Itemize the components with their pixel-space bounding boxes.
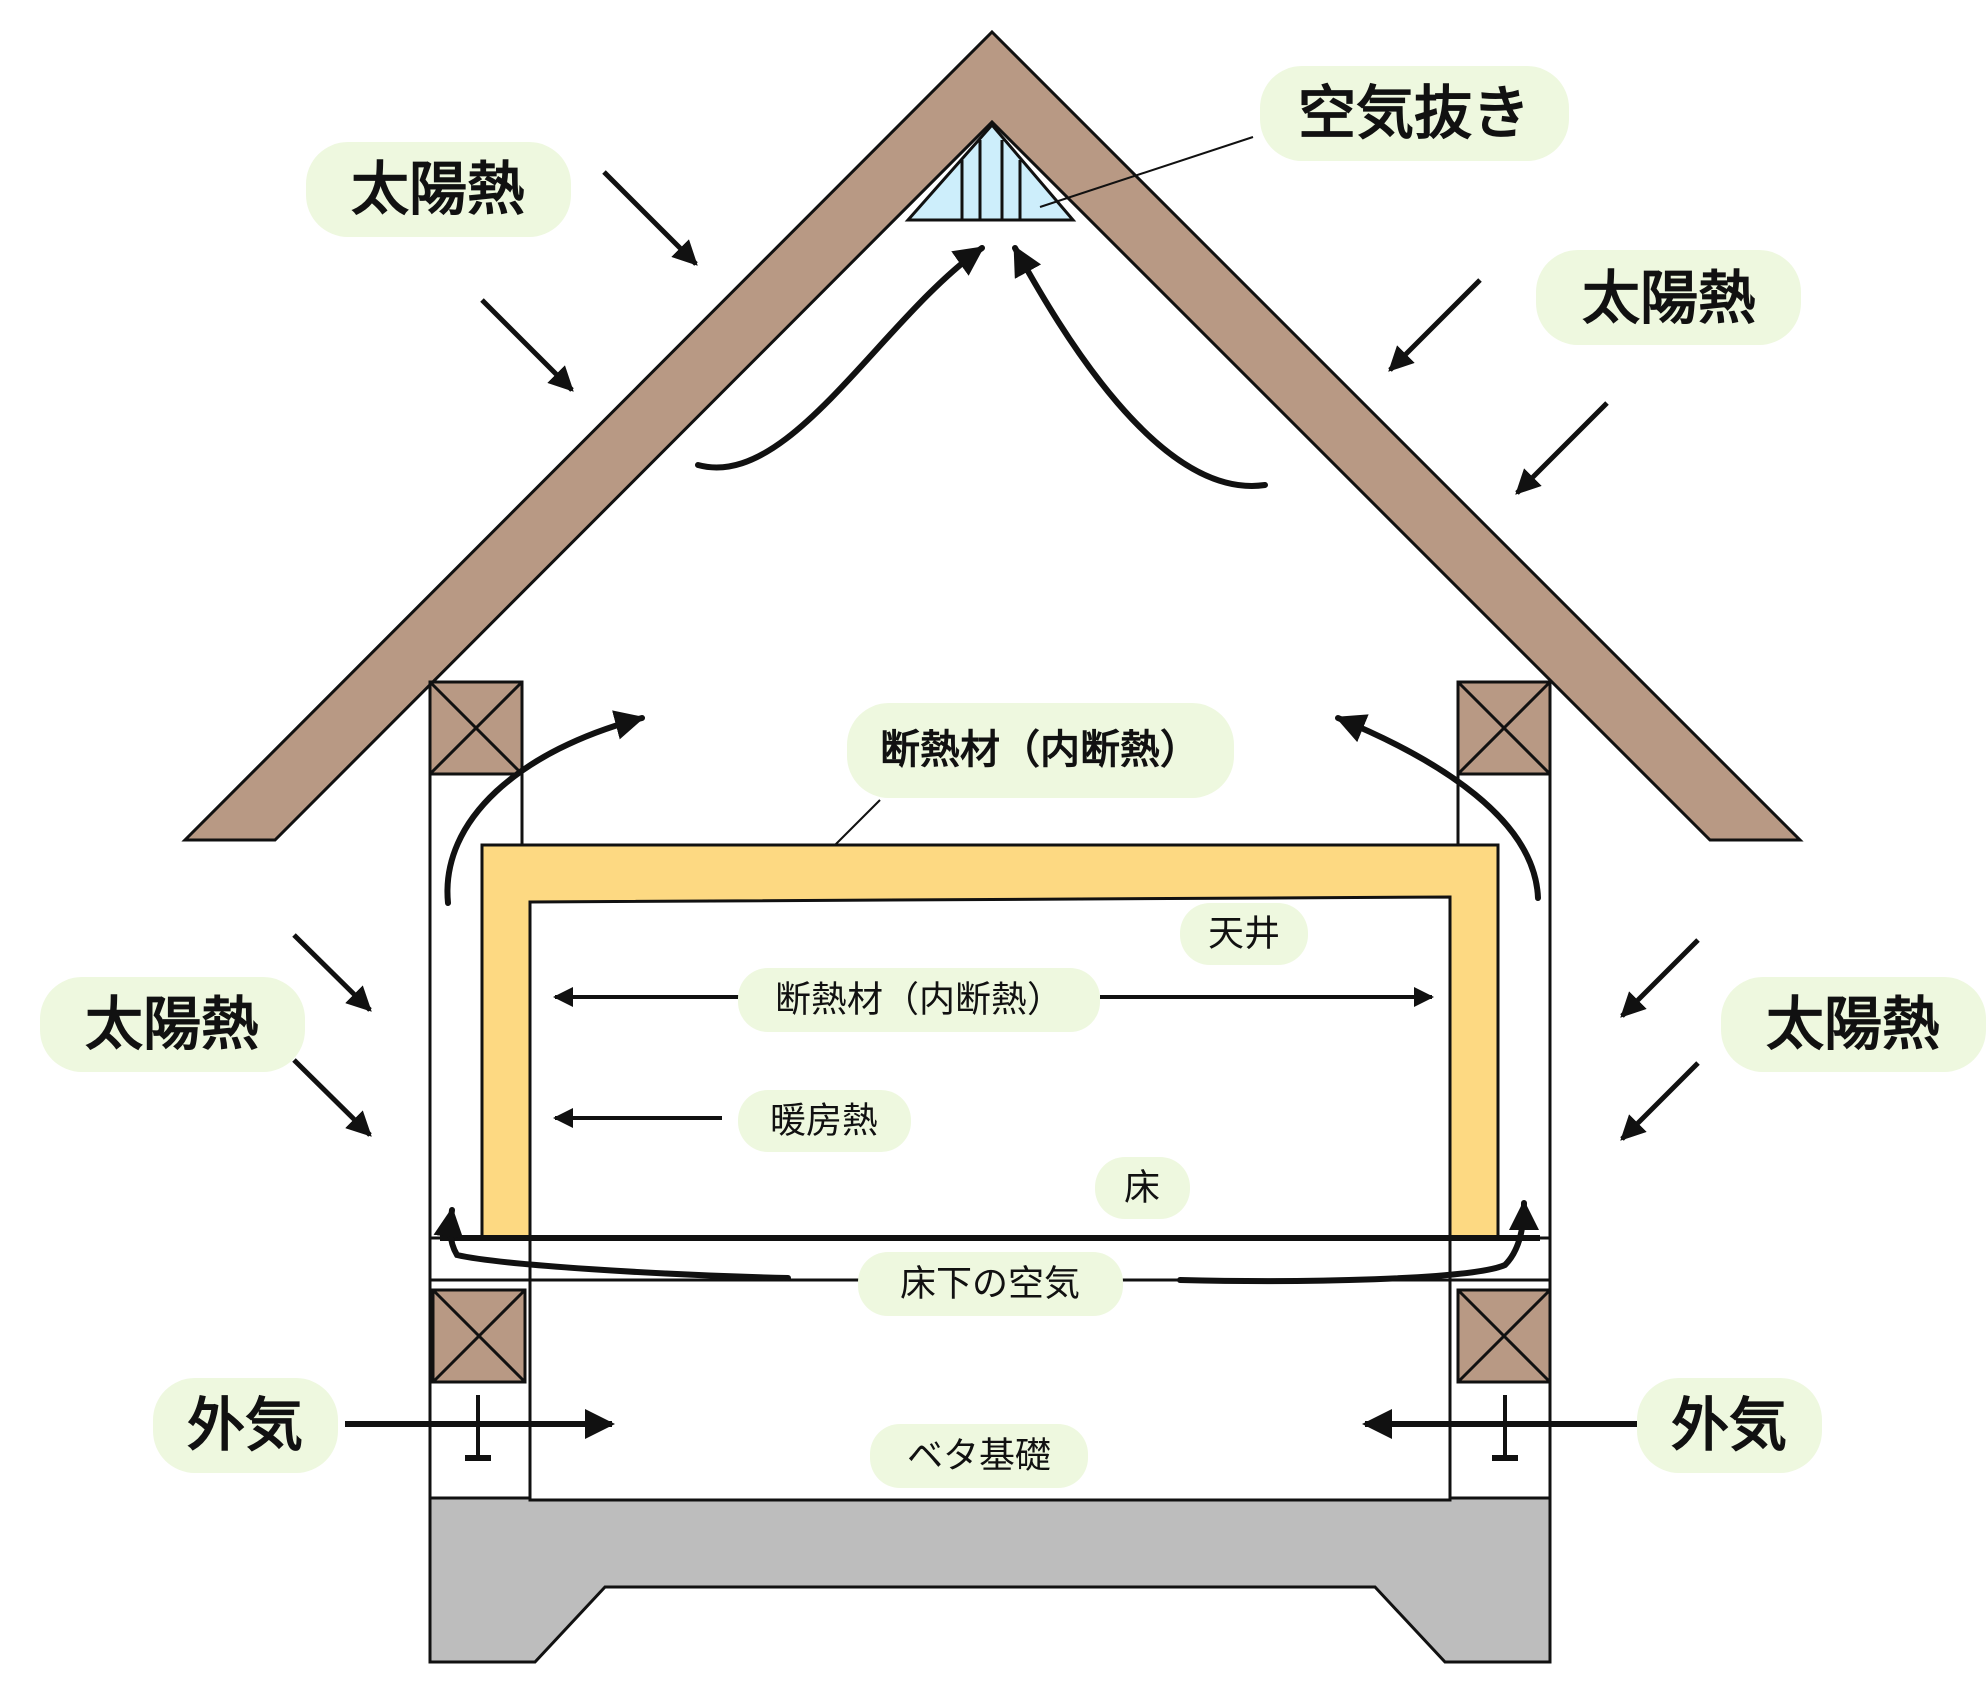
wall-airflow-left-arrow — [444, 710, 645, 906]
svg-text:太陽熱: 太陽熱 — [1766, 990, 1940, 1058]
label-floor: 床 — [1095, 1157, 1190, 1219]
svg-text:外気: 外気 — [1671, 1391, 1787, 1459]
vent-leader-line — [1039, 136, 1254, 208]
label-solar-top-right: 太陽熱 — [1536, 250, 1801, 345]
underfloor-airflow-right-arrow — [1177, 1200, 1539, 1285]
label-outside-air-right: 外気 — [1637, 1378, 1822, 1473]
solar-arrow-1 — [602, 170, 698, 266]
label-vent: 空気抜き — [1260, 66, 1569, 161]
solar-arrow-2 — [480, 298, 574, 392]
underfloor-airflow-left-arrow — [433, 1207, 791, 1281]
svg-text:天井: 天井 — [1208, 914, 1280, 955]
svg-text:空気抜き: 空気抜き — [1298, 79, 1530, 147]
label-heating: 暖房熱 — [738, 1090, 911, 1152]
label-solar-side-left: 太陽熱 — [40, 977, 305, 1072]
solar-arrow-3 — [1388, 278, 1482, 372]
svg-text:太陽熱: 太陽熱 — [85, 990, 259, 1058]
beam-top-right — [1456, 680, 1552, 776]
svg-text:断熱材（内断熱）: 断熱材（内断熱） — [775, 980, 1063, 1021]
svg-text:太陽熱: 太陽熱 — [1582, 264, 1756, 332]
svg-text:暖房熱: 暖房熱 — [770, 1101, 878, 1142]
label-ceiling: 天井 — [1180, 903, 1308, 965]
svg-text:断熱材（内断熱）: 断熱材（内断熱） — [880, 727, 1200, 773]
roof — [181, 29, 1804, 842]
label-solar-side-right: 太陽熱 — [1721, 977, 1986, 1072]
label-foundation: ベタ基礎 — [870, 1424, 1088, 1488]
solar-arrow-5 — [292, 933, 372, 1012]
attic-airflow-left-arrow — [695, 245, 985, 471]
wall-airflow-right-arrow — [1335, 714, 1541, 901]
beam-bottom-left — [431, 1288, 527, 1384]
solar-arrow-8 — [1620, 1061, 1700, 1141]
insulation-leader-line — [834, 799, 881, 846]
label-insulation-top: 断熱材（内断熱） — [847, 703, 1234, 798]
label-underfloor-air: 床下の空気 — [858, 1252, 1123, 1316]
svg-text:ベタ基礎: ベタ基礎 — [907, 1436, 1051, 1477]
label-outside-air-left: 外気 — [153, 1378, 338, 1473]
label-solar-top-left: 太陽熱 — [306, 142, 571, 237]
label-insulation-inner: 断熱材（内断熱） — [738, 968, 1100, 1032]
solar-arrow-4 — [1515, 401, 1609, 495]
insulation-layer — [480, 843, 1500, 1240]
svg-text:太陽熱: 太陽熱 — [351, 155, 525, 223]
beam-top-left — [428, 680, 524, 776]
beam-bottom-right — [1456, 1288, 1552, 1384]
svg-text:床下の空気: 床下の空気 — [900, 1264, 1080, 1305]
svg-text:床: 床 — [1124, 1168, 1160, 1209]
solar-arrow-7 — [1620, 938, 1700, 1018]
attic-vent — [904, 122, 1077, 222]
attic-airflow-right-arrow — [1012, 245, 1268, 489]
svg-text:外気: 外気 — [187, 1391, 303, 1459]
solar-arrow-6 — [292, 1058, 372, 1137]
